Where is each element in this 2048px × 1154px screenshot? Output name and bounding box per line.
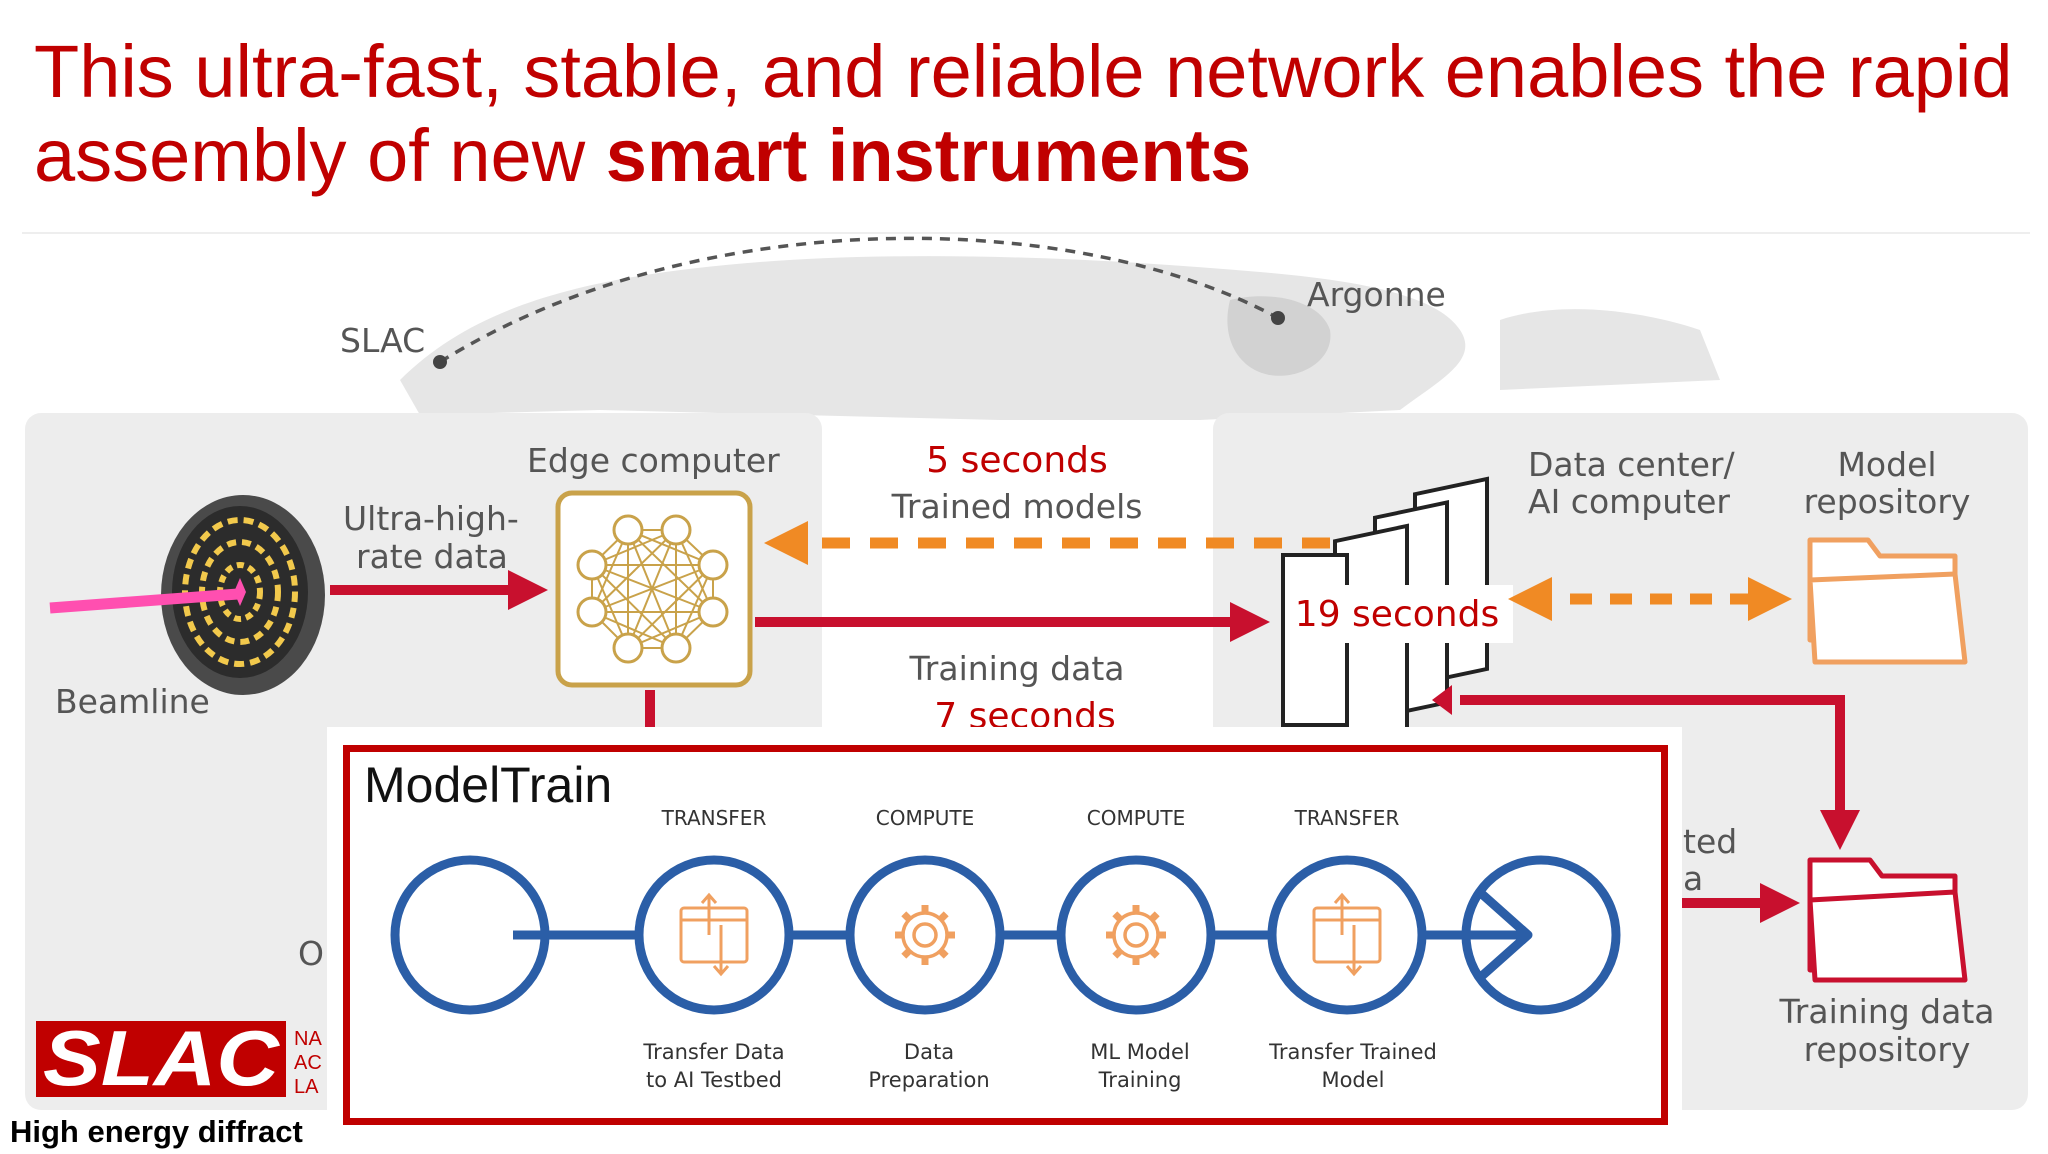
slide-title: This ultra-fast, stable, and reliable ne…	[34, 30, 2014, 198]
slac-logo-line-3: LA	[294, 1076, 319, 1097]
datacenter-label-2: AI computer	[1528, 482, 1730, 521]
datacenter-time-label: 19 seconds	[1295, 594, 1499, 635]
slac-label: SLAC	[340, 321, 425, 360]
step-2-type: COMPUTE	[876, 806, 975, 830]
datacenter-label-1: Data center/	[1528, 445, 1735, 484]
beam-line	[49, 588, 239, 614]
slide-title-bold: smart instruments	[605, 114, 1252, 197]
step-4-type: TRANSFER	[1294, 806, 1400, 830]
pipeline-step-4: TRANSFER Transfer Trained Model	[1267, 806, 1437, 1092]
pipeline-end-arrow	[1478, 890, 1533, 980]
slac-logo: SLAC NA AC LA	[36, 1021, 322, 1097]
datacenter-time-box	[1291, 585, 1513, 643]
training-repo-label-1: Training data	[1778, 992, 1994, 1031]
model-folder-icon	[1807, 537, 1968, 665]
step-4-label-2: Model	[1321, 1068, 1384, 1092]
step-3-label-2: Training	[1098, 1068, 1182, 1092]
edge-computer-label: Edge computer	[527, 441, 780, 480]
model-repo-label-2: repository	[1804, 482, 1971, 521]
model-train-frame	[343, 745, 1668, 1125]
us-map	[400, 256, 1720, 420]
training-data-label: Training data	[908, 649, 1124, 688]
model-train-panel	[327, 727, 1682, 1154]
step-3-label-1: ML Model	[1090, 1040, 1190, 1064]
beamline-label: Beamline	[55, 682, 210, 721]
partial-a-label: a	[1683, 859, 1703, 898]
detector-icon	[161, 495, 325, 695]
ultra-high-label-2: rate data	[356, 537, 508, 576]
model-repo-label-1: Model	[1837, 445, 1936, 484]
trained-models-label: Trained models	[891, 487, 1143, 526]
edge-computer-icon	[555, 490, 753, 688]
step-4-label-1: Transfer Trained	[1268, 1040, 1437, 1064]
slide-title-regular: This ultra-fast, stable, and reliable ne…	[34, 30, 2013, 197]
step-1-label-1: Transfer Data	[642, 1040, 784, 1064]
ultra-high-label-1: Ultra-high-	[343, 499, 519, 538]
step-2-label-1: Data	[904, 1040, 954, 1064]
partial-o-label: O	[298, 934, 324, 973]
step-1-type: TRANSFER	[661, 806, 767, 830]
training-folder-icon	[1807, 857, 1968, 983]
model-train-pipeline: TRANSFER Transfer Data to AI Testbed COM…	[390, 806, 1621, 1092]
pipeline-step-3: COMPUTE ML Model Training	[1056, 806, 1216, 1092]
pipeline-step-1: TRANSFER Transfer Data to AI Testbed	[634, 806, 794, 1092]
slac-logo-line-2: AC	[294, 1052, 322, 1074]
argonne-label: Argonne	[1307, 275, 1446, 314]
step-3-type: COMPUTE	[1087, 806, 1186, 830]
argonne-dot	[1271, 311, 1285, 325]
datacenter-return-arrowhead	[1432, 685, 1452, 715]
pipeline-step-2: COMPUTE Data Preparation	[845, 806, 1005, 1092]
slac-argonne-route	[439, 236, 1279, 364]
training-repo-label-2: repository	[1804, 1030, 1971, 1069]
step-1-label-2: to AI Testbed	[646, 1068, 782, 1092]
trained-time-label: 5 seconds	[926, 440, 1108, 481]
footer-caption: High energy diffract	[10, 1114, 303, 1149]
partial-ted-label: ted	[1683, 822, 1737, 861]
slac-logo-text: SLAC	[43, 1021, 281, 1097]
slac-logo-line-1: NA	[294, 1028, 322, 1050]
model-train-title: ModelTrain	[364, 757, 613, 813]
step-2-label-2: Preparation	[868, 1068, 989, 1092]
slac-dot	[433, 355, 447, 369]
